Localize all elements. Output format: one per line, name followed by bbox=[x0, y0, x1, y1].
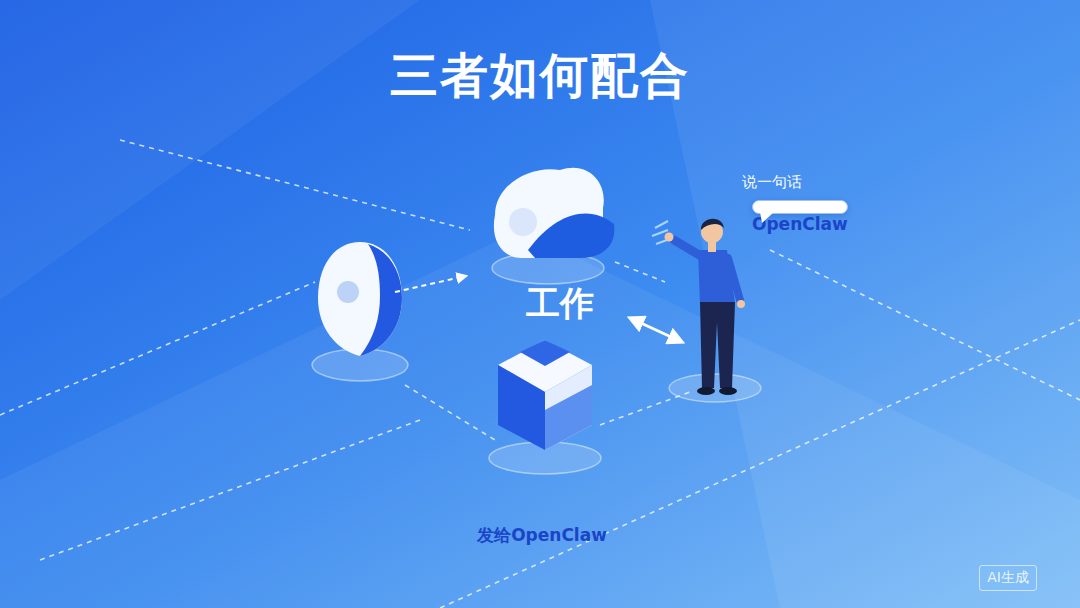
person-figure bbox=[652, 219, 745, 395]
flow-arrow bbox=[395, 276, 466, 292]
title: 三者如何配合 bbox=[0, 44, 1080, 108]
center-label: 工作 bbox=[526, 281, 594, 327]
top-icon bbox=[494, 168, 615, 258]
speech-bubble: 说一句话OpenClaw bbox=[752, 200, 848, 234]
bottom-label: 发给OpenClaw bbox=[477, 524, 607, 547]
double-arrow bbox=[630, 318, 682, 342]
bottom-icon bbox=[498, 340, 592, 450]
left-icon bbox=[318, 242, 402, 356]
watermark: AI生成 bbox=[979, 565, 1037, 591]
dashed-guides bbox=[0, 140, 1080, 608]
bubble-heading: 说一句话 bbox=[742, 173, 802, 192]
bubble-tail bbox=[760, 212, 776, 224]
bubble-tail-shape bbox=[760, 212, 774, 223]
bubble-body bbox=[752, 200, 848, 214]
